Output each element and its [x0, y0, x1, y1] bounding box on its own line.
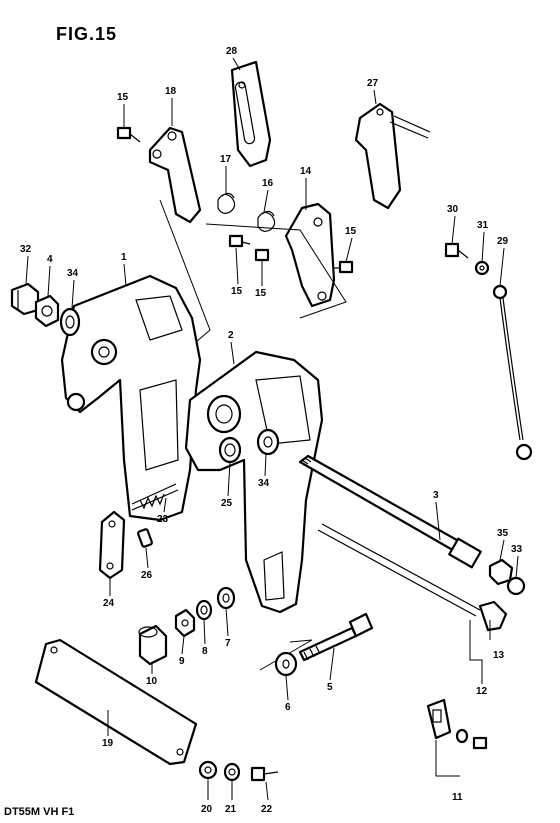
callout-8: 8: [202, 646, 208, 657]
part-2-clamp-bracket-right: [184, 350, 324, 614]
part-22-bolt: [250, 766, 279, 782]
part-24-link: [98, 510, 126, 580]
callout-29: 29: [497, 236, 509, 247]
callout-23: 23: [157, 514, 169, 525]
part-30-bolt: [444, 242, 469, 259]
part-11-assembly: [426, 698, 488, 750]
callout-17: 17: [220, 154, 232, 165]
callout-32: 32: [20, 244, 32, 255]
callout-34: 34: [67, 268, 79, 279]
part-20-washer: [198, 760, 218, 780]
callout-10: 10: [146, 676, 158, 687]
part-31-washer: [474, 260, 490, 276]
part-14-lever-plate: [284, 202, 336, 308]
callout-22: 22: [261, 804, 273, 815]
callout-9: 9: [179, 656, 185, 667]
part-13-rod: [317, 523, 508, 632]
part-7-washer: [216, 586, 236, 610]
callout-18: 18: [165, 86, 177, 97]
part-32-cap-nut: [10, 282, 40, 316]
callout-25: 25: [221, 498, 233, 509]
callout-30: 30: [447, 204, 459, 215]
part-26-pin: [137, 528, 153, 548]
callout-21: 21: [225, 804, 237, 815]
callout-15: 15: [231, 286, 243, 297]
part-29-wire: [492, 284, 533, 461]
part-3-clamp-shaft: [298, 454, 482, 569]
callout-1: 1: [121, 252, 127, 263]
part-15-bolt-c: [254, 248, 270, 262]
part-34-washer-b: [256, 428, 280, 456]
part-8-lockwasher: [195, 599, 213, 621]
callout-15: 15: [345, 226, 357, 237]
callout-27: 27: [367, 78, 379, 89]
part-19-plate: [34, 638, 198, 766]
callout-11: 11: [452, 792, 463, 803]
callout-4: 4: [47, 254, 53, 265]
figure-title: FIG.15: [56, 24, 118, 44]
callout-34: 34: [258, 478, 270, 489]
callout-12: 12: [476, 686, 488, 697]
callout-31: 31: [477, 220, 489, 231]
callout-2: 2: [228, 330, 234, 341]
part-33-cap: [506, 576, 526, 596]
callout-33: 33: [511, 544, 523, 555]
part-27-bracket: [354, 102, 431, 210]
callout-7: 7: [225, 638, 231, 649]
callout-labels: 28 15 18 27 17 16 14 30 31 29 15 15 15 3…: [20, 46, 523, 815]
part-16-spring: [257, 210, 276, 232]
callout-28: 28: [226, 46, 238, 57]
part-23-bolt: [131, 483, 179, 511]
part-15-bolt-b: [228, 234, 251, 248]
part-10-bushing: [138, 624, 168, 666]
callout-6: 6: [285, 702, 291, 713]
callout-3: 3: [433, 490, 439, 501]
model-code: DT55M VH F1: [4, 806, 75, 818]
part-17-spring: [217, 192, 236, 214]
part-5-bolt: [298, 612, 374, 662]
part-34-washer-a: [59, 307, 81, 337]
part-1-clamp-bracket-left: [60, 274, 202, 522]
part-6-washer: [274, 651, 298, 677]
callout-20: 20: [201, 804, 213, 815]
part-9-nut: [174, 608, 196, 638]
callout-16: 16: [262, 178, 274, 189]
callout-14: 14: [300, 166, 312, 177]
part-28-plate: [230, 60, 272, 168]
callout-26: 26: [141, 570, 153, 581]
callout-13: 13: [493, 650, 505, 661]
callout-5: 5: [327, 682, 333, 693]
callout-35: 35: [497, 528, 509, 539]
part-25-bushing: [218, 436, 242, 464]
callout-15: 15: [117, 92, 129, 103]
callout-15: 15: [255, 288, 267, 299]
part-15-bolt-d: [334, 260, 354, 274]
leader-lines: [25, 57, 519, 801]
callout-19: 19: [102, 738, 114, 749]
callout-24: 24: [103, 598, 115, 609]
part-4-nut: [34, 294, 60, 328]
part-15-bolt-a: [116, 126, 141, 143]
part-35-nut: [488, 558, 514, 586]
part-18-lever: [148, 126, 202, 224]
part-21-lockwasher: [223, 762, 241, 782]
